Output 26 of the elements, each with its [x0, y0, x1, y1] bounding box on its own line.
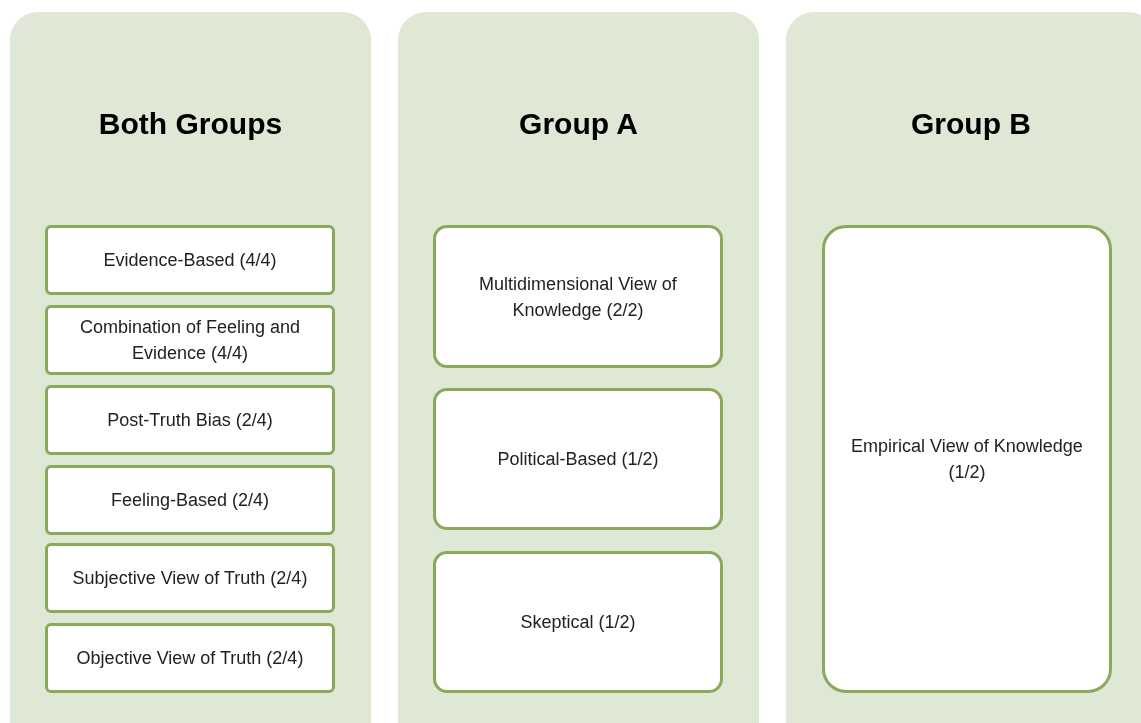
- category-label: Subjective View of Truth (2/4): [71, 567, 309, 590]
- group-panel: [10, 12, 371, 723]
- category-label: Objective View of Truth (2/4): [75, 647, 305, 670]
- category-box: [45, 385, 335, 455]
- category-box: [433, 388, 723, 530]
- group-title: Group B: [910, 107, 1032, 141]
- group-panel: [398, 12, 759, 723]
- category-label: Combination of Feeling and Evidence (4/4): [78, 316, 302, 365]
- category-label: Skeptical (1/2): [519, 611, 637, 634]
- category-label: Multidimensional View of Knowledge (2/2): [478, 272, 678, 322]
- group-panel: [786, 12, 1141, 723]
- group-title: Both Groups: [97, 107, 284, 141]
- category-box: [822, 225, 1112, 693]
- category-box: [45, 543, 335, 613]
- category-box: [45, 465, 335, 535]
- group-title: Group A: [518, 107, 639, 141]
- category-box: [45, 623, 335, 693]
- category-box: [433, 551, 723, 693]
- category-label: Feeling-Based (2/4): [109, 489, 271, 512]
- category-box: [45, 225, 335, 295]
- category-label: Empirical View of Knowledge (1/2): [850, 435, 1084, 484]
- category-label: Evidence-Based (4/4): [102, 249, 278, 272]
- category-box: [45, 305, 335, 375]
- category-label: Post-Truth Bias (2/4): [106, 409, 274, 432]
- category-box: [433, 225, 723, 368]
- category-label: Political-Based (1/2): [496, 448, 660, 471]
